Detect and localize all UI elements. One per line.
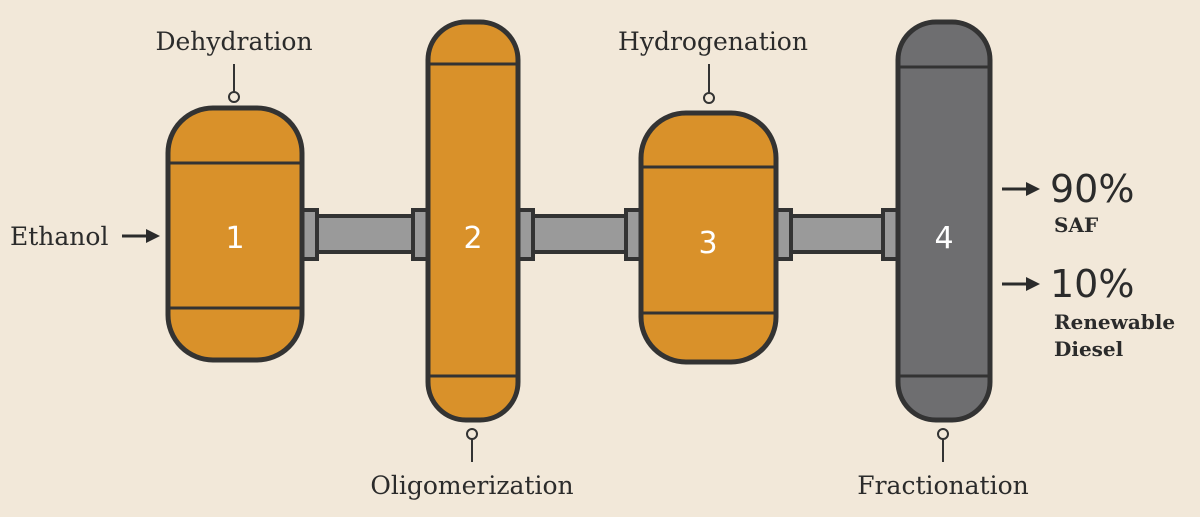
output-diesel-percent: 10% (1050, 262, 1134, 306)
tank-number: 2 (463, 221, 482, 256)
tank-number: 3 (698, 226, 717, 261)
tank-1-dehydration: 1 (165, 105, 305, 363)
pipe-1-2 (300, 208, 430, 261)
tank-number: 4 (934, 221, 953, 256)
pipe-2-3 (516, 208, 643, 261)
input-arrow-icon (122, 229, 160, 243)
pipe-3-4 (774, 208, 900, 261)
output-diesel-label-line2: Diesel (1054, 337, 1124, 361)
output-diesel-label-line1: Renewable (1054, 310, 1175, 334)
output-saf-label: SAF (1054, 213, 1098, 237)
label-fractionation: Fractionation (857, 471, 1029, 500)
output-arrow-icon (1002, 277, 1040, 291)
tank-4-fractionation: 4 (895, 19, 993, 423)
callout-markers (228, 64, 949, 462)
output-arrow-icon (1002, 182, 1040, 196)
tank-number: 1 (225, 221, 244, 256)
label-hydrogenation: Hydrogenation (618, 27, 808, 56)
label-oligomerization: Oligomerization (370, 471, 573, 500)
output-saf-percent: 90% (1050, 167, 1134, 211)
tank-2-oligomerization: 2 (425, 19, 521, 423)
label-dehydration: Dehydration (155, 27, 312, 56)
tank-3-hydrogenation: 3 (638, 110, 779, 365)
input-label: Ethanol (10, 222, 108, 251)
